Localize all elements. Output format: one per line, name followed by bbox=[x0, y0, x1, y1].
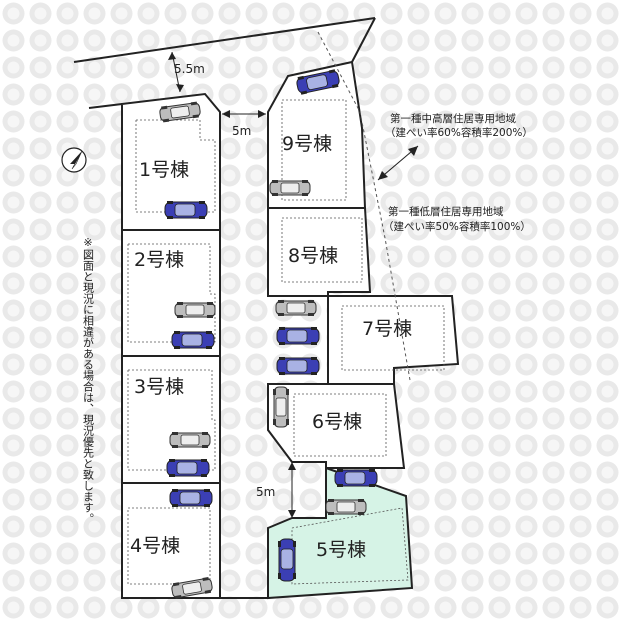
lot-6-label: 6号棟 bbox=[312, 411, 362, 433]
car-lot-1-b bbox=[164, 200, 208, 220]
dimension-label-south-road: 5m bbox=[256, 485, 275, 499]
lot-5-label: 5号棟 bbox=[316, 539, 366, 561]
zone-b-detail: （建ぺい率50%容積率100%） bbox=[383, 220, 531, 233]
dimension-south-road: 5m bbox=[256, 462, 296, 518]
dimension-label-center-road: 5m bbox=[232, 124, 251, 138]
zoning-labels: 第一種中高層住居専用地域 （建ぺい率60%容積率200%） 第一種低層住居専用地… bbox=[377, 112, 533, 233]
car-lot-8-c bbox=[276, 356, 320, 376]
car-lot-8-b bbox=[276, 326, 320, 346]
road-edge-west-stub bbox=[88, 103, 123, 109]
disclaimer-note: ※図面と現況に相違がある場合は、現況優先と致します。 bbox=[82, 236, 95, 524]
car-lot-8-a bbox=[275, 299, 317, 317]
car-lot-5-b bbox=[277, 538, 297, 582]
lot-8-label: 8号棟 bbox=[288, 245, 338, 267]
dimension-label-top-road: 5.5m bbox=[174, 62, 205, 76]
north-compass-icon bbox=[61, 147, 87, 173]
zone-a-title: 第一種中高層住居専用地域 bbox=[390, 112, 516, 125]
lot-9-label: 9号棟 bbox=[282, 133, 332, 155]
car-lot-5-a bbox=[325, 498, 367, 516]
dimension-center-road: 5m bbox=[222, 110, 266, 138]
car-lot-3-b bbox=[166, 458, 210, 478]
lot-7-label: 7号棟 bbox=[362, 318, 412, 340]
lot-5 bbox=[267, 466, 414, 600]
lot-1 bbox=[121, 92, 221, 231]
dimension-top-road: 5.5m bbox=[168, 51, 205, 93]
zone-b-title: 第一種低層住居専用地域 bbox=[388, 205, 504, 218]
car-lot-2-a bbox=[174, 301, 216, 319]
car-lot-2-b bbox=[171, 330, 215, 350]
lot-2-label: 2号棟 bbox=[134, 249, 184, 271]
lot-1-label: 1号棟 bbox=[139, 159, 189, 181]
car-lot-3-a bbox=[169, 431, 211, 449]
car-lot-6-a bbox=[272, 386, 290, 428]
road-edge-north bbox=[73, 17, 376, 63]
car-lot-6-b bbox=[334, 468, 378, 488]
zone-boundary bbox=[317, 31, 411, 381]
lot-8 bbox=[267, 207, 372, 297]
car-lot-4-a bbox=[169, 488, 213, 508]
lot-3-label: 3号棟 bbox=[134, 376, 184, 398]
zone-a-detail: （建ぺい率60%容積率200%） bbox=[385, 126, 533, 139]
lot-6 bbox=[267, 383, 406, 469]
lot-4-label: 4号棟 bbox=[130, 535, 180, 557]
car-lot-9-b bbox=[269, 179, 311, 197]
road-edge-northeast bbox=[351, 17, 376, 63]
